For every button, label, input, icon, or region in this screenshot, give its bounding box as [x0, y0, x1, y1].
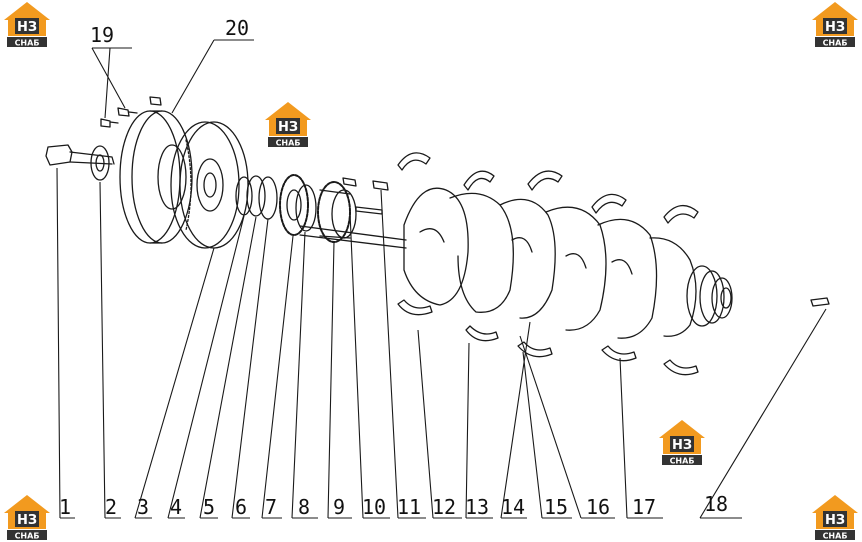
svg-text:СНАБ: СНАБ — [823, 532, 848, 541]
svg-text:НЗ: НЗ — [17, 20, 37, 35]
part-18-pin — [810, 297, 830, 307]
callout-18: 18 — [704, 492, 728, 516]
callout-12: 12 — [432, 495, 456, 519]
logo-watermark-bottom-right: НЗ СНАБ — [812, 495, 858, 541]
bearing-shells-upper — [397, 152, 699, 224]
callout-labels: 1 2 3 4 5 6 7 8 9 10 11 12 13 14 15 16 1… — [59, 16, 728, 519]
callout-20: 20 — [225, 16, 249, 40]
callout-19: 19 — [90, 23, 114, 47]
logo-watermark-top-left: НЗ СНАБ — [4, 2, 50, 48]
logo-watermark-top-right: НЗ СНАБ — [812, 2, 858, 48]
svg-text:СНАБ: СНАБ — [15, 39, 40, 48]
svg-text:СНАБ: СНАБ — [276, 139, 301, 148]
svg-text:СНАБ: СНАБ — [823, 39, 848, 48]
bearing-shells-lower — [397, 299, 699, 376]
callout-4: 4 — [170, 495, 182, 519]
callout-9: 9 — [333, 495, 345, 519]
callout-2: 2 — [105, 495, 117, 519]
svg-text:НЗ: НЗ — [278, 120, 298, 135]
logo-watermark-bottom-left: НЗ СНАБ — [4, 495, 50, 541]
callout-16: 16 — [586, 495, 610, 519]
logo-watermark-lower-right: НЗ СНАБ — [659, 420, 705, 466]
callout-3: 3 — [137, 495, 149, 519]
callout-17: 17 — [632, 495, 656, 519]
callout-6: 6 — [235, 495, 247, 519]
svg-text:СНАБ: СНАБ — [670, 457, 695, 466]
svg-text:НЗ: НЗ — [825, 513, 845, 528]
logo-watermark-center: НЗ СНАБ — [265, 102, 311, 148]
callout-1: 1 — [59, 495, 71, 519]
callout-10: 10 — [362, 495, 386, 519]
part-3-damper — [170, 121, 249, 249]
part-2-washer — [90, 145, 110, 181]
svg-text:СНАБ: СНАБ — [15, 532, 40, 541]
callout-7: 7 — [265, 495, 277, 519]
part-19-bolts — [100, 96, 162, 128]
svg-text:НЗ: НЗ — [672, 438, 692, 453]
callout-8: 8 — [298, 495, 310, 519]
svg-text:НЗ: НЗ — [17, 513, 37, 528]
parts-4-8-rings-gears — [235, 174, 357, 243]
part-20-pulley — [119, 110, 193, 244]
callout-15: 15 — [544, 495, 568, 519]
svg-text:НЗ: НЗ — [825, 20, 845, 35]
callout-14: 14 — [501, 495, 525, 519]
leader-lines — [56, 39, 827, 519]
callout-13: 13 — [465, 495, 489, 519]
callout-11: 11 — [397, 495, 421, 519]
part-crankshaft — [403, 187, 733, 339]
callout-5: 5 — [203, 495, 215, 519]
